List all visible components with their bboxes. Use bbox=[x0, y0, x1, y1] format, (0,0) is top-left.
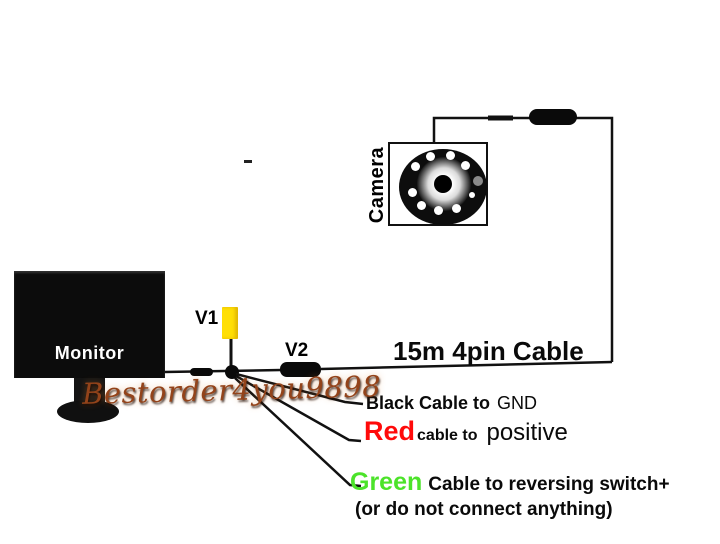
black-wire bbox=[235, 372, 364, 406]
red-wire bbox=[235, 374, 362, 443]
camera-body bbox=[399, 149, 487, 225]
camera-light-sensor bbox=[473, 176, 483, 186]
monitor-cable-line bbox=[163, 368, 282, 374]
camera-led bbox=[411, 162, 420, 171]
green-wire-note: Green Cable to reversing switch+ bbox=[350, 468, 670, 497]
v2-label: V2 bbox=[285, 340, 309, 361]
camera-led bbox=[452, 204, 461, 213]
green-wire-name: Green bbox=[350, 468, 423, 496]
red-wire-mid: cable to bbox=[417, 427, 478, 444]
red-wire-note: Red cable to positive bbox=[364, 416, 568, 447]
stray-mark bbox=[244, 160, 252, 163]
black-wire-target: GND bbox=[497, 393, 538, 413]
red-wire-target: positive bbox=[486, 419, 568, 446]
camera-led bbox=[417, 201, 426, 210]
wire-junction-dot bbox=[225, 365, 239, 379]
camera-led bbox=[408, 188, 417, 197]
green-wire-extra-note: (or do not connect anything) bbox=[355, 499, 613, 520]
camera-icon bbox=[388, 142, 488, 226]
monitor: Monitor bbox=[14, 271, 165, 378]
cable-length-label: 15m 4pin Cable bbox=[393, 336, 584, 366]
camera-cable-line bbox=[432, 116, 614, 362]
v2-connector bbox=[280, 362, 321, 377]
green-wire-mid: Cable to reversing switch+ bbox=[428, 474, 670, 495]
green-wire bbox=[234, 377, 362, 488]
v1-yellow-connector bbox=[222, 307, 238, 339]
monitor-stand-base bbox=[57, 400, 119, 423]
main-cable-line bbox=[320, 360, 613, 371]
red-wire-name: Red bbox=[364, 416, 416, 446]
camera-label: Camera bbox=[366, 146, 388, 224]
camera-led bbox=[469, 192, 475, 198]
camera-lens bbox=[434, 175, 452, 193]
camera-led bbox=[446, 151, 455, 160]
top-cable-connector bbox=[529, 109, 577, 125]
monitor-cable-connector bbox=[190, 368, 213, 376]
black-wire-name: Black Cable to bbox=[366, 393, 491, 413]
v1-label: V1 bbox=[195, 308, 219, 329]
camera-led bbox=[426, 152, 435, 161]
camera-led bbox=[461, 161, 470, 170]
camera-led bbox=[434, 206, 443, 215]
black-wire-note: Black Cable to GND bbox=[366, 393, 537, 414]
monitor-label: Monitor bbox=[54, 343, 125, 363]
